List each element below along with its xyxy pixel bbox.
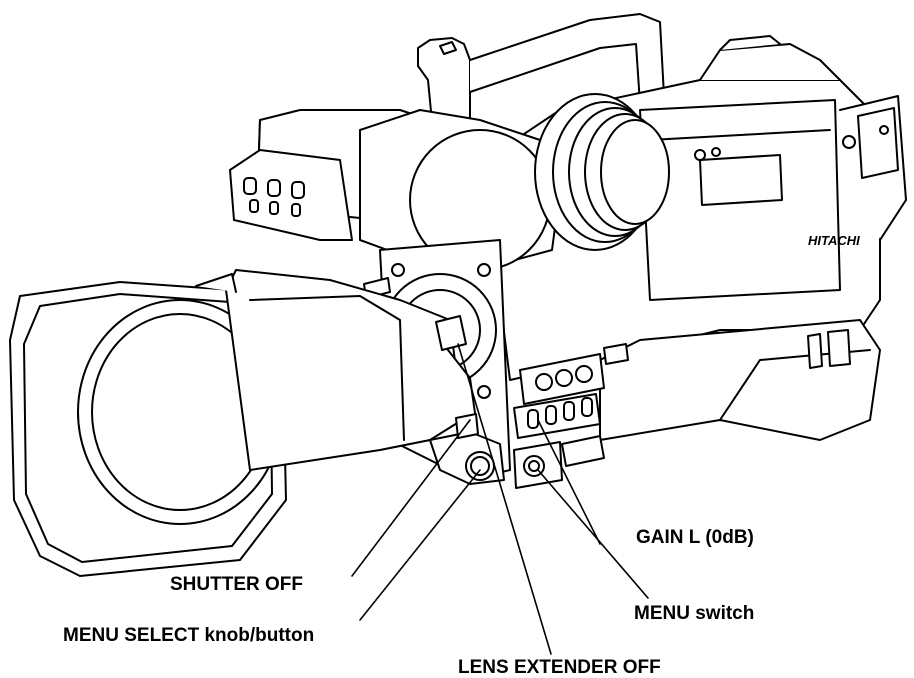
callout-gain-l: GAIN L (0dB) <box>636 527 754 548</box>
viewfinder <box>229 109 561 271</box>
lens-hood <box>9 281 287 577</box>
leader-shutter-off <box>351 419 471 577</box>
side-control-panel <box>513 343 629 489</box>
leader-gain-l <box>537 419 601 545</box>
leader-lens-extender <box>457 343 552 655</box>
callout-shutter-off: SHUTTER OFF <box>170 574 303 595</box>
brand-logo: HITACHI <box>808 233 860 248</box>
leader-menu-switch <box>537 469 649 599</box>
eyepiece <box>534 93 670 251</box>
callout-lens-extender: LENS EXTENDER OFF <box>458 657 661 678</box>
leader-lines <box>351 343 649 655</box>
callout-menu-select: MENU SELECT knob/button <box>63 625 315 646</box>
leader-menu-select <box>359 469 481 621</box>
lens-barrel <box>195 269 505 485</box>
callout-menu-switch: MENU switch <box>634 603 755 624</box>
